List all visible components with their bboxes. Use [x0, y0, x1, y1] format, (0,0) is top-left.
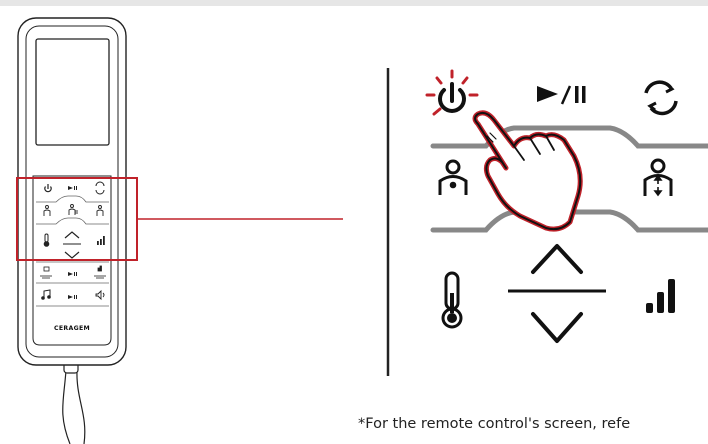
play-pause-icon[interactable]	[537, 85, 586, 105]
remote-screen	[35, 38, 110, 146]
power-glow-icon	[425, 69, 479, 116]
remote-up-icon[interactable]	[64, 231, 80, 239]
remote-play-pause-2-icon[interactable]	[68, 272, 77, 276]
top-bar	[0, 0, 708, 6]
remote-music-note-icon[interactable]	[41, 289, 51, 300]
remote-person-arrows-icon[interactable]	[96, 205, 104, 217]
remote-key-panel	[32, 175, 112, 346]
remote-pad-left-icon[interactable]	[40, 266, 52, 279]
rotate-icon[interactable]	[644, 80, 678, 116]
remote-pad-right-icon[interactable]	[94, 265, 106, 279]
pressing-hand-icon	[472, 110, 583, 232]
remote-person-lines-icon[interactable]	[68, 204, 78, 216]
remote-signal-icon[interactable]	[97, 236, 105, 245]
power-icon[interactable]	[425, 69, 479, 116]
thermometer-icon[interactable]	[441, 271, 463, 329]
cable	[62, 369, 86, 444]
remote-brand-label: CERAGEM	[54, 325, 90, 332]
remote-person-icon[interactable]	[43, 205, 51, 217]
down-arrow-icon[interactable]	[531, 312, 583, 343]
remote-volume-icon[interactable]	[95, 289, 105, 301]
remote-divider	[36, 217, 109, 225]
remote-down-icon[interactable]	[64, 251, 80, 259]
footnote-text: *For the remote control's screen, refe	[358, 416, 631, 432]
person-up-down-icon[interactable]	[643, 158, 673, 197]
remote-thermometer-icon[interactable]	[43, 233, 50, 247]
person-icon[interactable]	[438, 159, 468, 195]
remote-divider	[36, 195, 109, 203]
remote-control: CERAGEM	[17, 17, 127, 444]
up-arrow-icon[interactable]	[531, 244, 583, 274]
remote-play-pause-icon[interactable]	[68, 186, 77, 190]
remote-power-icon[interactable]	[44, 184, 52, 193]
remote-play-pause-3-icon[interactable]	[68, 295, 77, 299]
remote-inner-frame	[25, 25, 119, 358]
remote-body	[17, 17, 127, 366]
remote-rotate-icon[interactable]	[95, 181, 105, 195]
signal-bars-icon[interactable]	[646, 279, 675, 313]
